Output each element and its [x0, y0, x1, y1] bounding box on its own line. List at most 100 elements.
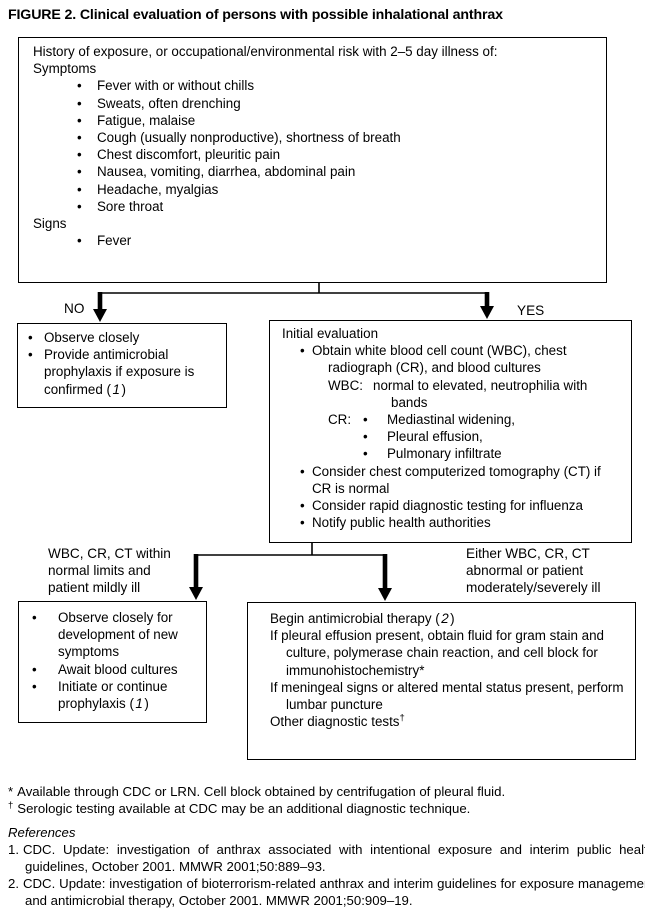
wbc-label: WBC: — [328, 377, 363, 393]
bullet-icon: • — [77, 147, 82, 163]
footnote-dagger: †Serologic testing available at CDC may … — [8, 800, 638, 817]
item-label: Await blood cultures — [58, 661, 178, 677]
symptom-label: Fatigue, malaise — [97, 112, 196, 128]
bullet-icon: • — [363, 446, 368, 462]
list-item: • Fever — [33, 232, 592, 249]
arrow-abnormal-icon — [378, 554, 392, 601]
item-label-end: ) — [450, 611, 455, 626]
symptom-label: Nausea, vomiting, diarrhea, abdominal pa… — [97, 164, 356, 180]
cr-label: CR: — [328, 412, 352, 428]
item-label: Consider rapid diagnostic testing for in… — [312, 498, 583, 514]
list-item: • Consider rapid diagnostic testing for i… — [282, 497, 623, 514]
bullet-icon: • — [300, 498, 305, 514]
symptoms-heading: Symptoms — [33, 61, 97, 77]
branch-label-abnormal: Either WBC, CR, CT abnormal or patient m… — [466, 546, 601, 596]
bullet-icon: • — [363, 412, 368, 428]
list-item: • Provide antimicrobial prophylaxis if ex… — [18, 346, 222, 398]
reference-index: 1. — [8, 842, 19, 857]
reference-text: CDC. Update: investigation of bioterrori… — [23, 876, 645, 908]
item-label: Observe closely for development of new s… — [58, 610, 178, 660]
bullet-icon: • — [363, 429, 368, 445]
list-item: • Pulmonary infiltrate — [363, 445, 515, 462]
bullet-icon: • — [77, 95, 82, 111]
bullet-icon: • — [300, 515, 305, 531]
arrow-no-icon — [93, 292, 107, 322]
references-heading: References — [8, 825, 76, 840]
cr-finding-label: Mediastinal widening, — [387, 412, 516, 428]
treatment-line: Other diagnostic tests† — [270, 713, 629, 730]
dagger-icon: † — [399, 712, 405, 724]
symptom-label: Sore throat — [97, 198, 164, 214]
list-item: • Nausea, vomiting, diarrhea, abdominal p… — [33, 163, 592, 180]
bullet-icon: • — [77, 164, 82, 180]
list-item: • Mediastinal widening, — [363, 411, 515, 428]
branch-label-yes: YES — [517, 303, 545, 318]
initial-evaluation-box: Initial evaluation •Obtain white blood c… — [269, 320, 632, 543]
item-label: Provide antimicrobial prophylaxis if exp… — [44, 347, 195, 397]
bullet-icon: • — [77, 233, 82, 249]
item-label: Notify public health authorities — [312, 515, 491, 531]
list-item: •Observe closely — [18, 329, 222, 346]
observe-monitor-box: • Observe closely for development of new … — [18, 601, 207, 723]
footnote-text: Available through CDC or LRN. Cell block… — [17, 784, 506, 799]
footnote-asterisk: *Available through CDC or LRN. Cell bloc… — [8, 783, 638, 800]
history-intro: History of exposure, or occupational/env… — [33, 44, 498, 59]
treatment-line: If meningeal signs or altered mental sta… — [270, 679, 624, 713]
cr-finding-row: CR: • Mediastinal widening, • Pleural effu… — [328, 411, 623, 463]
symptom-label: Fever with or without chills — [97, 78, 255, 94]
item-label: Other diagnostic tests — [270, 714, 400, 730]
list-item: •Consider chest computerized tomography … — [282, 463, 623, 497]
list-item: • Chest discomfort, pleuritic pain — [33, 146, 592, 163]
treatment-line: If pleural effusion present, obtain flui… — [270, 628, 604, 678]
cr-findings-list: • Mediastinal widening, • Pleural effusion… — [363, 411, 515, 463]
item-label-end: ) — [144, 696, 149, 712]
reference-item: 2. CDC. Update: investigation of bioterro… — [8, 875, 645, 909]
list-item: • Initiate or continue prophylaxis (1) — [19, 678, 204, 712]
arrow-normal-icon — [189, 554, 203, 600]
list-item: • Fatigue, malaise — [33, 112, 592, 129]
reference-item: 1. CDC. Update: investigation of anthrax … — [8, 841, 645, 875]
arrow-yes-icon — [480, 292, 494, 319]
bullet-icon: • — [32, 678, 37, 694]
symptom-label: Headache, myalgias — [97, 181, 219, 197]
reference-number: 2 — [441, 611, 449, 626]
list-item: •Headache, myalgias — [33, 181, 592, 198]
figure-title: FIGURE 2. Clinical evaluation of persons… — [8, 7, 503, 23]
reference-text: CDC. Update: investigation of anthrax as… — [23, 842, 645, 874]
list-item: • Sweats, often drenching — [33, 95, 592, 112]
item-label: Obtain white blood cell count (WBC), che… — [312, 343, 567, 376]
history-box: History of exposure, or occupational/env… — [18, 37, 607, 283]
observe-prophylaxis-box: •Observe closely • Provide antimicrobial … — [17, 323, 227, 408]
wbc-finding-row: WBC: normal to elevated, neutrophilia wi… — [328, 377, 623, 411]
list-item: • Pleural effusion, — [363, 428, 515, 445]
list-item: •Await blood cultures — [19, 661, 204, 678]
wbc-value: normal to elevated, neutrophilia with ba… — [373, 377, 588, 410]
list-item: • Sore throat — [33, 198, 592, 215]
symptom-label: Cough (usually nonproductive), shortness… — [97, 130, 401, 146]
reference-number: 1 — [112, 381, 120, 397]
initial-evaluation-heading: Initial evaluation — [282, 326, 379, 341]
branch-label-no: NO — [64, 301, 85, 316]
treatment-box: Begin antimicrobial therapy (2) If pleur… — [247, 602, 636, 760]
bullet-icon: • — [28, 347, 33, 363]
sign-label: Fever — [97, 233, 132, 249]
cr-finding-label: Pulmonary infiltrate — [387, 446, 502, 462]
bullet-icon: • — [77, 78, 82, 94]
bullet-icon: • — [77, 130, 82, 146]
list-item: • Fever with or without chills — [33, 77, 592, 94]
item-label: Consider chest computerized tomography (… — [312, 463, 601, 496]
symptom-label: Sweats, often drenching — [97, 95, 241, 111]
bullet-icon: • — [28, 330, 33, 345]
reference-number: 1 — [135, 696, 143, 712]
symptom-label: Chest discomfort, pleuritic pain — [97, 147, 281, 163]
bullet-icon: • — [77, 198, 82, 214]
list-item: •Obtain white blood cell count (WBC), ch… — [282, 342, 623, 376]
bullet-icon: • — [77, 112, 82, 128]
item-label: Initiate or continue prophylaxis ( — [58, 678, 168, 712]
treatment-line: Begin antimicrobial therapy (2) — [270, 610, 629, 627]
cr-finding-label: Pleural effusion, — [387, 429, 483, 445]
reference-index: 2. — [8, 876, 19, 891]
item-label: Begin antimicrobial therapy ( — [270, 611, 440, 626]
dagger-icon: † — [8, 799, 14, 811]
